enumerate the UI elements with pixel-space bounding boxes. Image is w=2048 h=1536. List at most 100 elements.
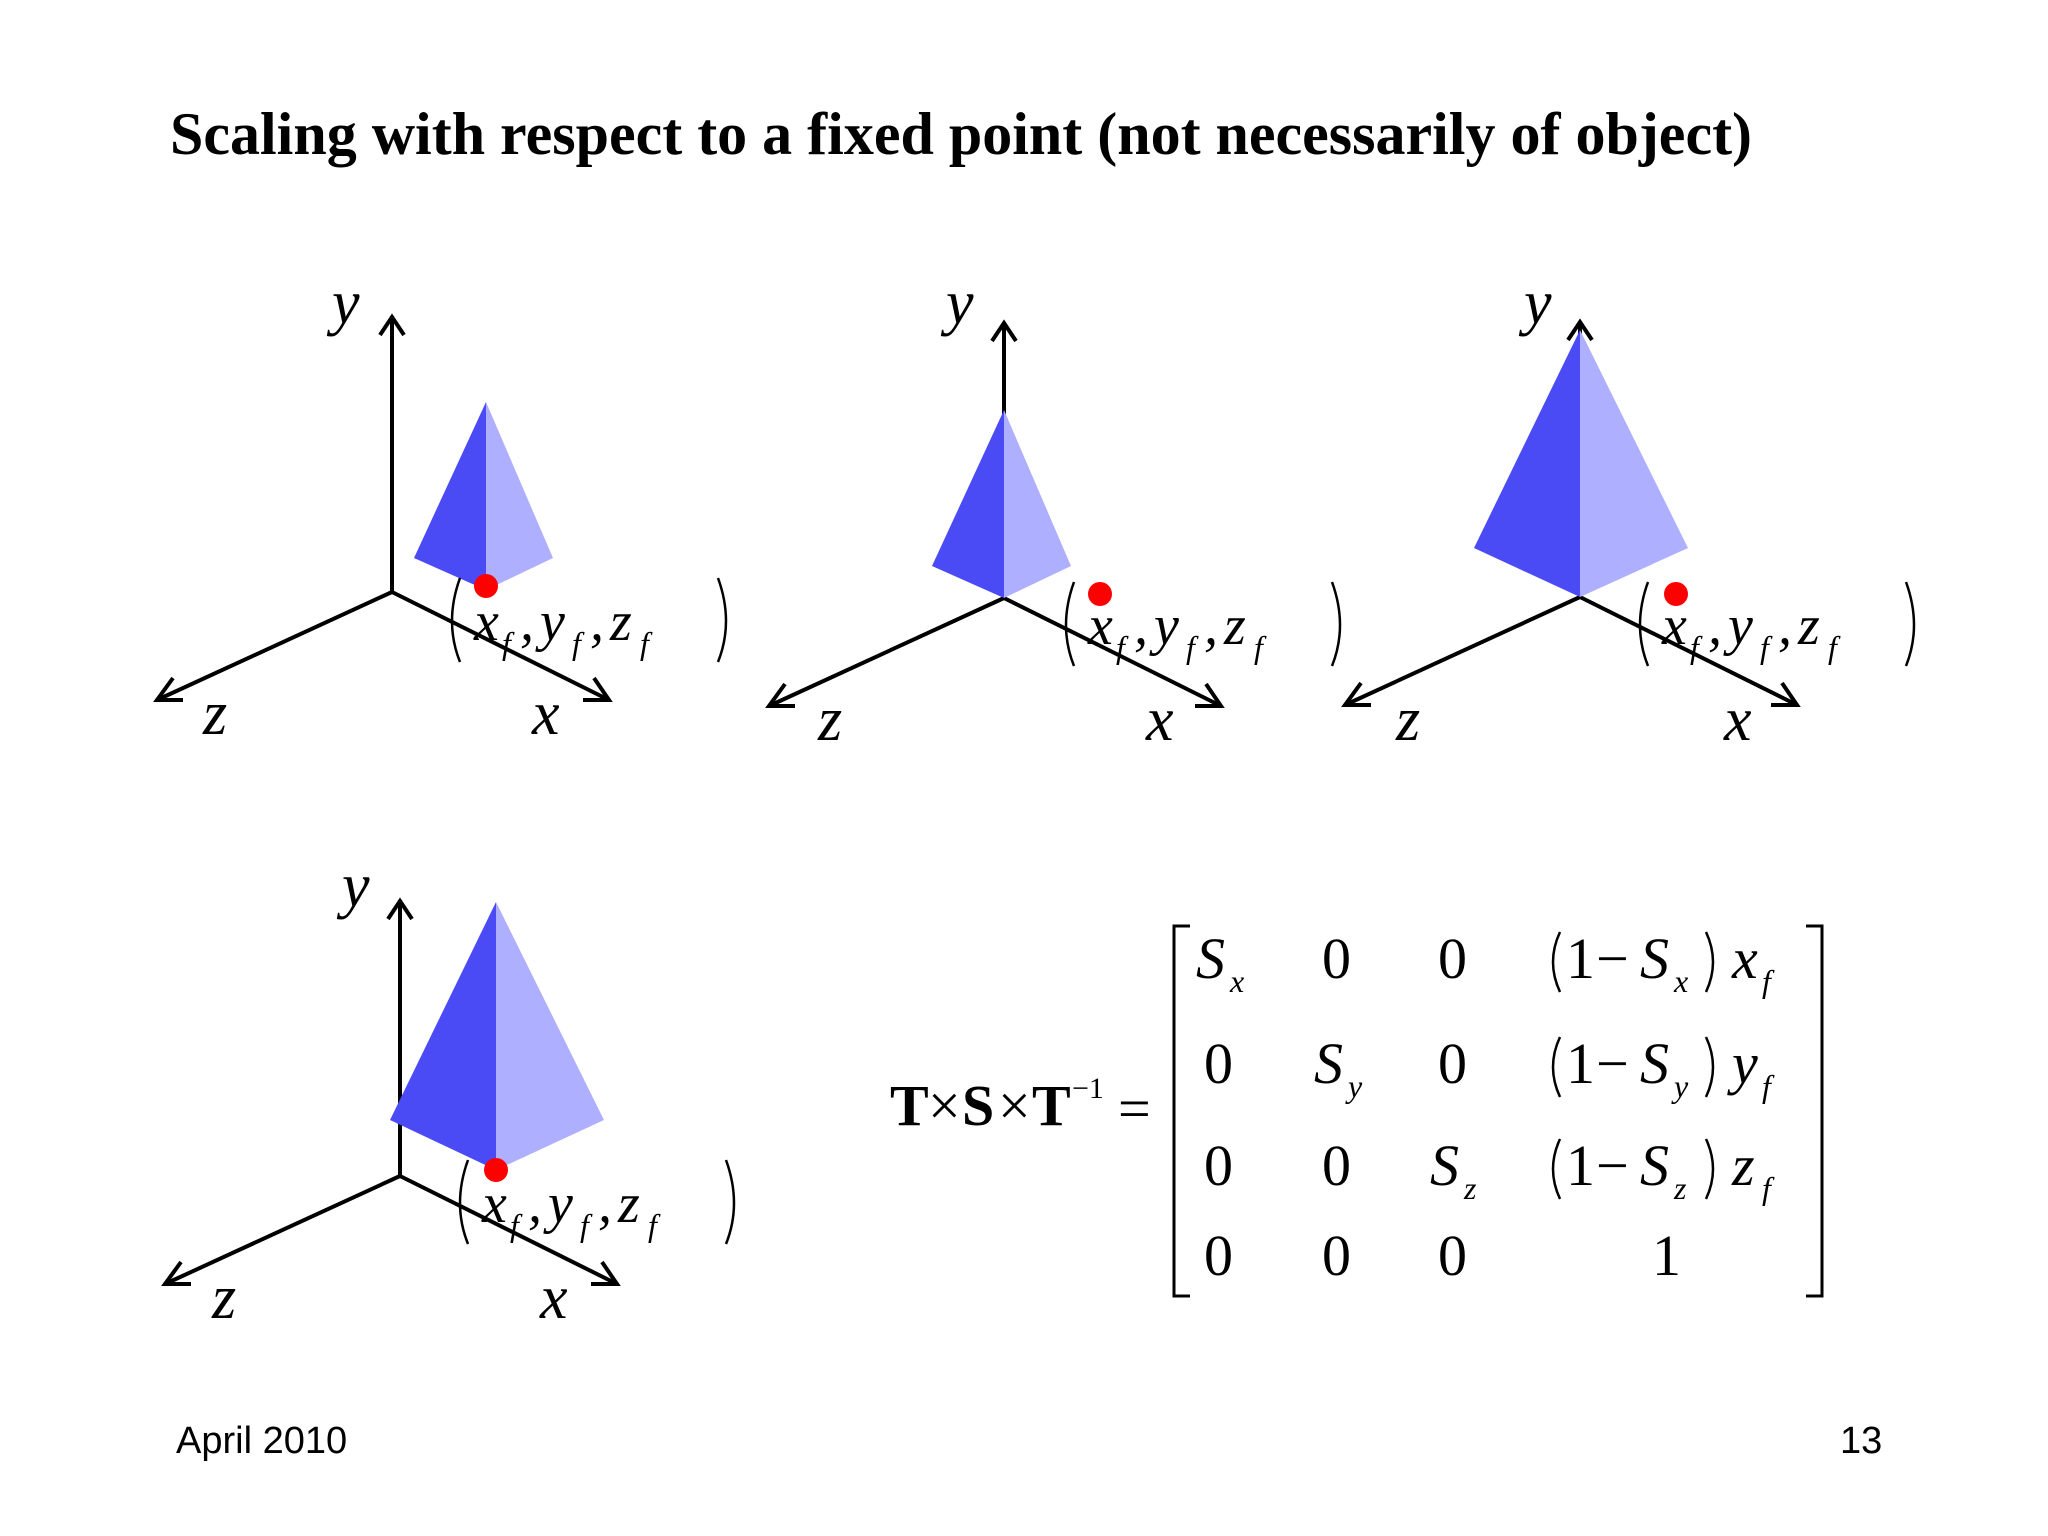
panel-2-pt-comma-2: , [1204, 595, 1218, 657]
panel-2-right-paren [1330, 581, 1342, 667]
panel-2-pt-y-sub: f [1186, 629, 1199, 665]
m32: 0 [1322, 1133, 1351, 1198]
panel-1-pt-y-sub: f [572, 625, 585, 661]
m34-left-paren [1551, 1138, 1562, 1200]
panel-1-x-label: x [531, 680, 560, 748]
lhs-inverse-sup: −1 [1072, 1072, 1104, 1105]
panel-4-right-paren [724, 1159, 736, 1245]
lhs-equals: = [1118, 1076, 1151, 1141]
panel-2-pt-y: y [1149, 595, 1179, 657]
m34-minus: − [1596, 1133, 1629, 1198]
footer-date: April 2010 [176, 1420, 348, 1462]
panel-1-pt-z: z [609, 591, 632, 653]
matrix-right-bracket [1806, 924, 1824, 1298]
panel-2-pt-z: z [1223, 595, 1246, 657]
matrix-equation: T × S × T −1 = S x 0 0 1 − S x [890, 924, 1824, 1298]
panel-1-fixed-point-label: x f , y f , z f [450, 577, 728, 663]
m34-var: z [1731, 1133, 1755, 1198]
lhs-times-2: × [998, 1073, 1031, 1138]
panel-3-pyramid-light-face [1580, 330, 1688, 597]
m24-right-paren [1704, 1036, 1715, 1098]
m34-one: 1 [1566, 1133, 1595, 1198]
m24-left-paren [1551, 1036, 1562, 1098]
m43: 0 [1438, 1223, 1467, 1288]
panel-3-pt-z: z [1797, 595, 1820, 657]
panel-4-x-label: x [539, 1264, 568, 1332]
m41: 0 [1204, 1223, 1233, 1288]
m34-right-paren [1704, 1138, 1715, 1200]
panel-2-pt-comma-1: , [1134, 595, 1148, 657]
panel-3-right-paren [1904, 581, 1916, 667]
m24-S: S [1640, 1031, 1669, 1096]
panel-3-pt-y: y [1723, 595, 1753, 657]
panel-4-fixed-point [484, 1158, 508, 1182]
panel-4-pt-z-sub: f [648, 1207, 661, 1243]
panel-3-pt-y-sub: f [1760, 629, 1773, 665]
panel-3-pyramid-dark-face [1474, 330, 1580, 597]
m34-S-sub: z [1673, 1170, 1687, 1206]
panel-1-pt-x: x [473, 591, 499, 653]
panel-4-pt-x: x [481, 1173, 507, 1235]
panel-4-z-label: z [211, 1264, 236, 1332]
panel-3-z-label: z [1395, 686, 1420, 754]
panel-2-pt-z-sub: f [1254, 629, 1267, 665]
m31: 0 [1204, 1133, 1233, 1198]
m23: 0 [1438, 1031, 1467, 1096]
m24-var-sub: f [1762, 1068, 1775, 1104]
m24-var: y [1727, 1031, 1758, 1096]
panel-2-x-label: x [1145, 686, 1174, 754]
matrix-lhs: T × S × T −1 = [890, 1072, 1151, 1141]
panel-4-pyramid-light-face [496, 902, 604, 1170]
panel-1-left-paren [450, 577, 462, 663]
panel-2-left-paren [1064, 581, 1076, 667]
panel-3-left-paren [1638, 581, 1650, 667]
m13: 0 [1438, 926, 1467, 991]
panel-1-pt-comma-1: , [520, 591, 534, 653]
panel-1-pyramid-light-face [486, 402, 553, 590]
panel-3-scaled: y z x x f , y f , z f [1343, 269, 1916, 754]
matrix-row-2: 0 S y 0 1 − S y y f [1204, 1031, 1775, 1104]
m34-S: S [1640, 1133, 1669, 1198]
lhs-T-inv: T [1032, 1073, 1071, 1138]
m14-var: x [1731, 926, 1758, 991]
panel-1-original: y z x x f , y f , z f [155, 269, 728, 748]
m14-var-sub: f [1762, 963, 1775, 999]
m21: 0 [1204, 1031, 1233, 1096]
m33-sub: z [1463, 1170, 1477, 1206]
panel-1-fixed-point [474, 574, 498, 598]
m24-minus: − [1596, 1031, 1629, 1096]
m11-S: S [1196, 926, 1225, 991]
m14-right-paren [1704, 931, 1715, 993]
lhs-S: S [962, 1073, 994, 1138]
lhs-T: T [890, 1073, 929, 1138]
matrix-row-3: 0 0 S z 1 − S z z f [1204, 1133, 1775, 1206]
m33-S: S [1430, 1133, 1459, 1198]
panel-4-pt-z: z [617, 1173, 640, 1235]
m44: 1 [1652, 1223, 1681, 1288]
panel-4-pt-comma-2: , [598, 1173, 612, 1235]
panel-1-pt-x-sub: f [502, 625, 515, 661]
panel-3-fixed-point [1664, 582, 1688, 606]
m14-S-sub: x [1673, 963, 1688, 999]
m14-left-paren [1551, 931, 1562, 993]
panel-1-z-label: z [202, 680, 227, 748]
m11-sub: x [1229, 963, 1244, 999]
panel-3-pt-x-sub: f [1690, 629, 1703, 665]
panel-4-pt-comma-1: , [528, 1173, 542, 1235]
m34-var-sub: f [1762, 1170, 1775, 1206]
panel-2-pyramid-dark-face [932, 410, 1004, 598]
panel-2-y-label: y [940, 269, 974, 337]
m22-sub: y [1345, 1068, 1363, 1104]
panel-3-y-label: y [1518, 269, 1552, 337]
page-number: 13 [1840, 1420, 1883, 1462]
panel-4-pt-y-sub: f [580, 1207, 593, 1243]
panel-2-translated: y z x x f , y f , z f [767, 269, 1342, 754]
panel-2-pyramid-light-face [1004, 410, 1071, 598]
panel-1-pt-y: y [535, 591, 565, 653]
panel-1-right-paren [716, 577, 728, 663]
panel-4-pt-y: y [543, 1173, 573, 1235]
panel-3-pt-comma-1: , [1708, 595, 1722, 657]
panel-3-pt-z-sub: f [1828, 629, 1841, 665]
m14-one: 1 [1566, 926, 1595, 991]
